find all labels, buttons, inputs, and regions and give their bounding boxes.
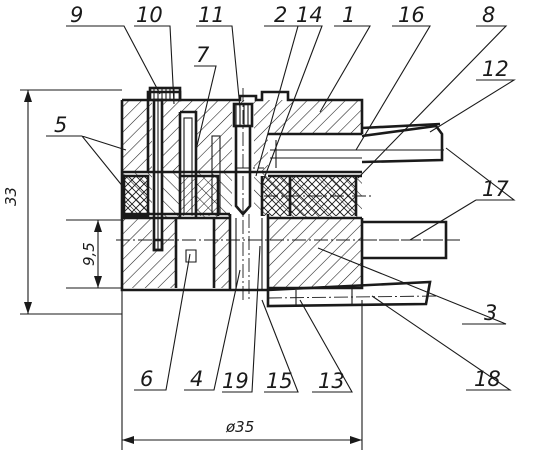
bolt-10	[148, 86, 182, 252]
label-part-8: 8	[482, 3, 495, 27]
label-part-5: 5	[54, 113, 67, 137]
label-part-15: 15	[266, 369, 293, 393]
strip-8	[270, 122, 444, 168]
label-part-2: 2	[274, 3, 287, 27]
label-part-13: 13	[318, 369, 345, 393]
dim-height-text: 33	[2, 187, 20, 206]
leader-lines	[46, 25, 516, 393]
label-part-3: 3	[484, 301, 497, 325]
centre-lines	[116, 167, 460, 241]
part-labels: 9 10 11 2 14 1 16 8 7 12 5 17 3 6 4 19 1…	[54, 3, 509, 393]
dim-lower-text: 9,5	[80, 242, 98, 266]
label-part-19: 19	[222, 369, 249, 393]
dimension-height-33: 33	[2, 89, 122, 315]
label-part-10: 10	[136, 3, 163, 27]
dimension-lower-9-5: 9,5	[66, 219, 122, 289]
dim-diameter-text: ø35	[225, 418, 254, 436]
dimension-diameter-35: ø35	[121, 290, 363, 450]
label-part-17: 17	[482, 177, 509, 201]
pin-7	[183, 117, 221, 215]
label-part-14: 14	[296, 3, 323, 27]
label-part-11: 11	[198, 3, 225, 27]
label-part-7: 7	[196, 43, 210, 67]
label-part-12: 12	[482, 57, 509, 81]
label-part-1: 1	[342, 3, 355, 27]
die-channel	[185, 214, 263, 300]
punch-2	[232, 88, 254, 300]
label-part-4: 4	[190, 367, 203, 391]
label-part-6: 6	[140, 367, 153, 391]
label-part-16: 16	[398, 3, 425, 27]
strip-18	[266, 280, 437, 308]
label-part-9: 9	[70, 3, 83, 27]
label-part-18: 18	[474, 367, 501, 391]
